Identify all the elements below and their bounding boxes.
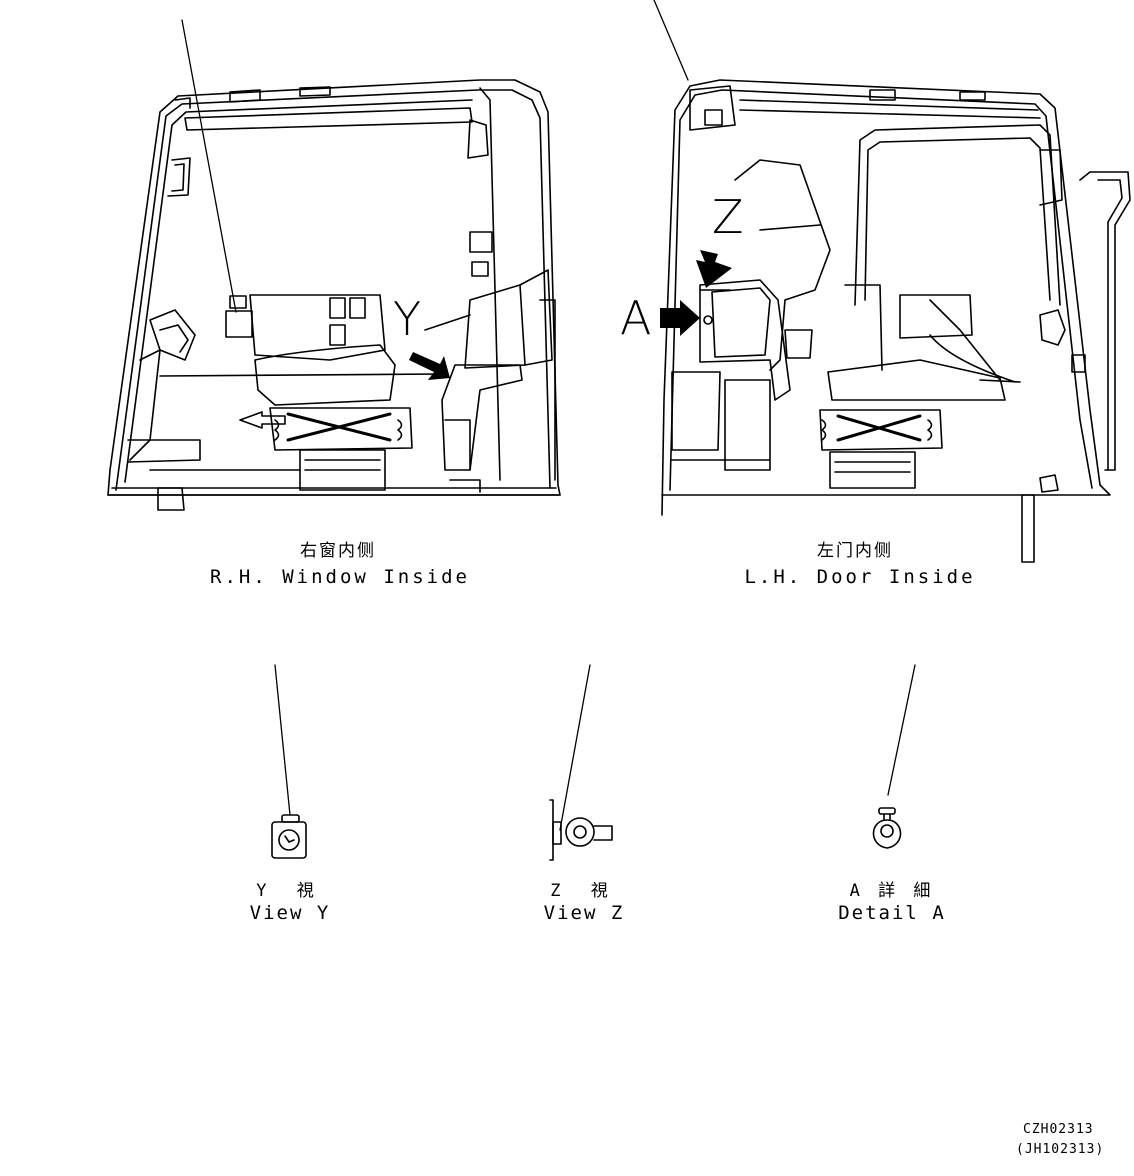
callout-y: Y — [393, 292, 422, 346]
rh-window-label-en: R.H. Window Inside — [210, 566, 470, 588]
rh-window-inside-drawing — [107, 19, 561, 511]
view-z-drawing — [549, 664, 613, 861]
lh-door-label-en: L.H. Door Inside — [744, 566, 976, 588]
callout-a: A — [620, 291, 652, 345]
lh-door-label-cn: 左门内侧 — [817, 541, 893, 561]
drawing-code: CZH02313 — [1023, 1122, 1094, 1137]
rh-window-label-cn: 右窗内侧 — [300, 541, 376, 561]
lh-door-inside-drawing — [653, 0, 1131, 563]
view-z-label-en: View Z — [543, 902, 625, 924]
drawing-code-secondary: (JH102313) — [1016, 1142, 1105, 1157]
detail-a-label-en: Detail A — [838, 902, 946, 924]
view-y-label-en: View Y — [249, 902, 331, 924]
view-z-label-cn: Z 視 — [550, 881, 618, 901]
detail-a-label-cn: A 詳 細 — [849, 881, 935, 901]
callout-z: Z — [712, 190, 744, 244]
view-y-drawing — [271, 664, 307, 859]
detail-a-drawing — [872, 664, 916, 849]
view-y-label-cn: Y 視 — [256, 881, 324, 901]
